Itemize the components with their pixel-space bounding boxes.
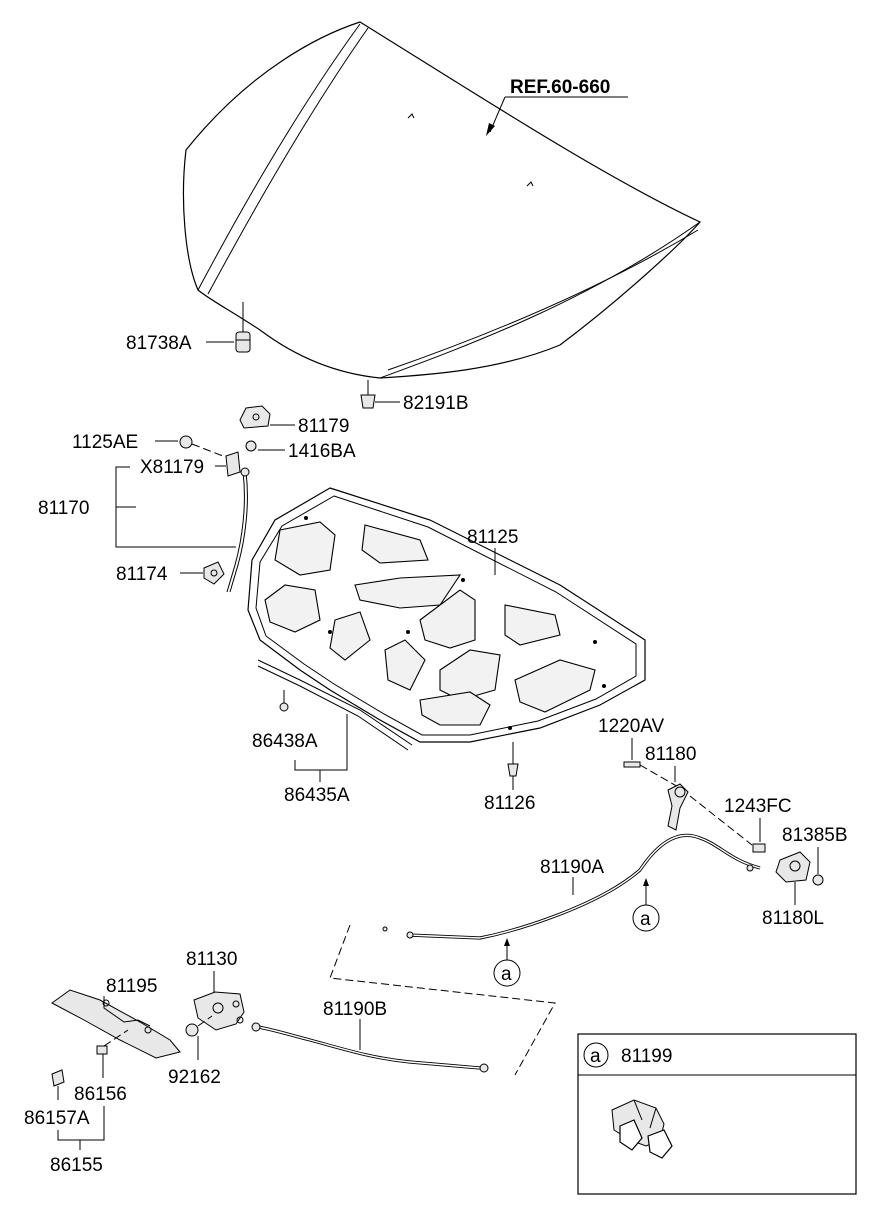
label-81170: 81170 (38, 498, 89, 519)
label-81125: 81125 (467, 527, 518, 548)
cable-clip-drawing (611, 1099, 673, 1159)
latch-bolt (185, 1015, 213, 1037)
screw (623, 761, 681, 789)
inset-81199: a 81199 (577, 1033, 857, 1195)
label-86157A: 86157A (24, 1108, 90, 1129)
insulator-clip (507, 742, 519, 777)
hood-panel (182, 21, 701, 379)
inset-callout-circle (583, 1042, 609, 1068)
callout-a-circle-1 (632, 904, 660, 932)
hood-latch (193, 991, 245, 1031)
release-cable-lower (251, 1022, 489, 1073)
callout-a-letter-1: a (640, 909, 651, 930)
stay-rod-clip-x (225, 451, 241, 477)
hood-insulator (247, 487, 646, 743)
stay-rod (226, 467, 250, 593)
label-1243FC: 1243FC (724, 796, 792, 817)
label-81195: 81195 (106, 976, 157, 997)
label-86155: 86155 (50, 1155, 103, 1176)
label-81180: 81180 (645, 744, 696, 765)
release-cable-upper (382, 833, 761, 940)
ref-label: REF.60-660 (510, 77, 610, 98)
handle-bolt (752, 843, 766, 853)
label-81130: 81130 (186, 949, 237, 970)
hood-bumper (235, 302, 251, 353)
callout-a-circle-2 (493, 959, 521, 987)
stay-rod-clip (239, 405, 271, 429)
label-81190B: 81190B (323, 999, 387, 1020)
label-82191B: 82191B (403, 393, 469, 414)
cover-clip (51, 1069, 65, 1087)
label-X81179: X81179 (140, 457, 204, 478)
release-handle (667, 783, 753, 846)
label-81738A: 81738A (126, 333, 192, 354)
label-86435A: 86435A (284, 785, 350, 806)
label-81190A: 81190A (540, 857, 604, 878)
latch-cover (51, 989, 181, 1059)
label-92162: 92162 (168, 1067, 221, 1088)
stay-rod-holder (203, 561, 225, 585)
label-81126: 81126 (484, 793, 535, 814)
label-81174: 81174 (116, 564, 168, 585)
label-81385B: 81385B (782, 825, 848, 846)
label-86438A: 86438A (252, 731, 318, 752)
hood-stopper (360, 380, 376, 409)
label-1125AE: 1125AE (72, 432, 138, 453)
label-86156: 86156 (74, 1084, 127, 1105)
callout-a-letter-2: a (501, 964, 512, 985)
inset-part-number: 81199 (621, 1046, 672, 1067)
label-81180L: 81180L (762, 908, 824, 929)
label-1220AV: 1220AV (598, 716, 665, 737)
weatherstrip (257, 659, 413, 751)
release-handle-assy (775, 851, 824, 886)
cable-routing-dashed (329, 924, 556, 1076)
cover-screw (96, 1029, 129, 1055)
label-1416BA: 1416BA (288, 441, 356, 462)
label-81179: 81179 (298, 416, 349, 437)
grommet (245, 440, 257, 452)
bolt (179, 435, 229, 459)
inset-letter: a (590, 1046, 601, 1067)
